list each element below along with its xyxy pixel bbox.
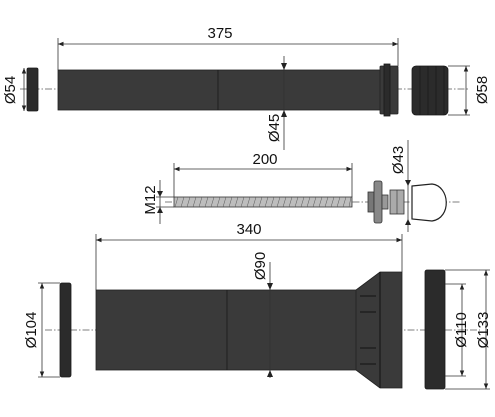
extension-pipe: [57, 69, 399, 111]
threaded-rod: [173, 196, 353, 208]
decorative-cap: [411, 183, 447, 222]
bend-length-label: 340: [236, 221, 261, 238]
washer-and-nut: [367, 180, 405, 224]
cuff-inner-diameter-label: Ø110: [453, 312, 470, 348]
bend-flange-ribs: [360, 272, 381, 388]
bend-cuff: [424, 269, 446, 390]
pipe-end-ring: [26, 67, 39, 112]
pipe-spigot-ring: [383, 63, 391, 117]
sealing-ring: [59, 282, 72, 378]
gasket-diameter-label: Ø58: [474, 76, 491, 104]
bend-diameter-label: Ø90: [252, 252, 269, 280]
wc-bend-assembly: 340 Ø90 Ø104 Ø110 Ø133: [23, 221, 492, 390]
rod-thread-arrows: [157, 191, 163, 213]
pipe-end-diameter-label: Ø54: [2, 76, 19, 104]
rod-thread-label: M12: [142, 185, 159, 214]
rod-length-label: 200: [252, 151, 277, 168]
bend-flange-cone: [355, 271, 403, 389]
pipe-length-label: 375: [207, 25, 232, 42]
threaded-rod-assembly: 200 M12 Ø43: [142, 140, 460, 232]
extension-pipe-assembly: 375 Ø54 Ø58 Ø45: [2, 25, 491, 150]
cap-diameter-label: Ø43: [390, 146, 407, 174]
cuff-outer-diameter-label: Ø133: [475, 312, 492, 349]
pipe-diameter-label: Ø45: [266, 114, 283, 142]
ring-diameter-label: Ø104: [23, 312, 40, 349]
rod-thread-hatching: [174, 196, 352, 208]
pipe-gasket: [411, 65, 449, 116]
